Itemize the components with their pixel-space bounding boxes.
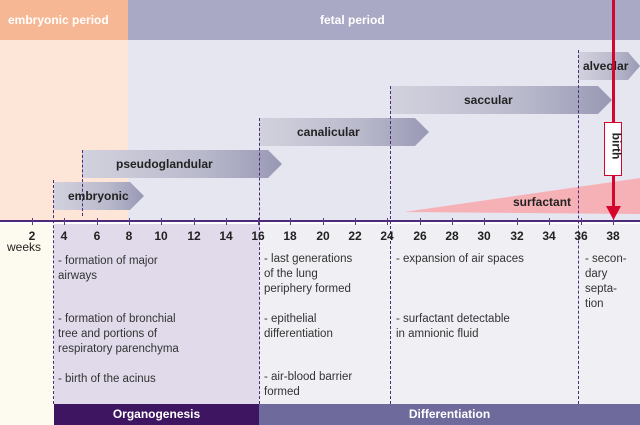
organogenesis-background — [54, 224, 259, 404]
differentiation-background — [259, 224, 640, 404]
axis-tick — [97, 218, 98, 225]
axis-tick — [161, 218, 162, 225]
boundary-week-5 — [82, 150, 83, 216]
axis-tick — [484, 218, 485, 225]
axis-tick-label: 34 — [542, 229, 556, 243]
boundary-week-24 — [390, 86, 391, 404]
birth-label: birth — [609, 132, 624, 160]
axis-tick-label: 12 — [187, 229, 201, 243]
axis-tick-label: 14 — [219, 229, 233, 243]
axis-tick — [420, 218, 421, 225]
embryonic-period-label: embryonic period — [8, 13, 109, 27]
axis-tick-label: 18 — [283, 229, 297, 243]
note-col1-2: - formation of bronchial tree and portio… — [58, 313, 179, 355]
axis-tick-label: 4 — [60, 229, 68, 243]
axis-tick — [387, 218, 388, 225]
axis-tick-label: 28 — [445, 229, 459, 243]
stage-embryonic-arrow: embryonic — [54, 182, 144, 210]
axis-tick-label: 26 — [413, 229, 427, 243]
axis-tick — [452, 218, 453, 225]
stage-saccular-arrow: saccular — [390, 86, 612, 114]
axis-tick-label: 2 — [28, 229, 36, 243]
axis-tick — [129, 218, 130, 225]
note-col1-3: - birth of the acinus — [58, 373, 156, 385]
axis-tick-label: 16 — [251, 229, 265, 243]
axis-tick — [32, 218, 33, 225]
axis-tick — [194, 218, 195, 225]
axis-tick-label: 30 — [477, 229, 491, 243]
stage-canalicular-label: canalicular — [297, 125, 360, 139]
axis-tick — [323, 218, 324, 225]
differentiation-label: Differentiation — [408, 407, 491, 421]
fetal-period-label: fetal period — [320, 13, 385, 27]
organogenesis-label: Organogenesis — [112, 407, 201, 421]
organogenesis-band: Organogenesis — [54, 404, 259, 425]
axis-tick — [613, 218, 614, 225]
axis-tick-label: 20 — [316, 229, 330, 243]
birth-label-box: birth — [604, 122, 624, 176]
axis-tick — [355, 218, 356, 225]
note-col3-2: - surfactant detectable in amnionic flui… — [396, 313, 510, 340]
boundary-week-36 — [578, 50, 579, 404]
note-col1-1: - formation of major airways — [58, 255, 158, 282]
axis-tick-label: 38 — [606, 229, 620, 243]
axis-tick — [290, 218, 291, 225]
fetal-period-header: fetal period — [128, 0, 640, 40]
stage-alveolar-arrow: alveolar — [578, 52, 640, 80]
stage-alveolar-label: alveolar — [583, 59, 629, 73]
stage-embryonic-label: embryonic — [68, 189, 129, 203]
axis-tick-label: 32 — [510, 229, 524, 243]
differentiation-band: Differentiation — [259, 404, 640, 425]
note-col2-2: - epithelial differentiation — [264, 313, 333, 340]
stage-canalicular-arrow: canalicular — [259, 118, 429, 146]
boundary-week-16 — [259, 118, 260, 404]
note-col2-1: - last generations of the lung periphery… — [264, 253, 353, 295]
axis-tick — [226, 218, 227, 225]
axis-tick — [517, 218, 518, 225]
boundary-week-4 — [53, 180, 54, 404]
birth-arrowhead — [606, 206, 621, 220]
note-col4-1: - secon- dary septa- tion — [585, 253, 627, 310]
axis-tick — [549, 218, 550, 225]
axis-tick — [64, 218, 65, 225]
axis-tick-label: 6 — [93, 229, 101, 243]
birth-line — [612, 0, 615, 210]
weeks-unit-label: weeks — [7, 240, 42, 254]
axis-tick-label: 24 — [380, 229, 394, 243]
note-col2-3: - air-blood barrier formed — [264, 371, 353, 398]
surfactant-label: surfactant — [513, 195, 572, 209]
axis-tick-label: 8 — [125, 229, 133, 243]
lower-left-background — [0, 224, 54, 425]
time-axis-line — [0, 220, 640, 222]
stage-pseudoglandular-label: pseudoglandular — [116, 157, 213, 171]
axis-tick-label: 10 — [154, 229, 168, 243]
axis-tick — [258, 218, 259, 225]
embryonic-period-header: embryonic period — [0, 0, 128, 40]
axis-tick-label: 36 — [574, 229, 588, 243]
stage-pseudoglandular-arrow: pseudoglandular — [82, 150, 282, 178]
stage-saccular-label: saccular — [464, 93, 513, 107]
note-col3-1: - expansion of air spaces — [396, 253, 524, 265]
axis-tick — [581, 218, 582, 225]
axis-tick-label: 22 — [348, 229, 362, 243]
